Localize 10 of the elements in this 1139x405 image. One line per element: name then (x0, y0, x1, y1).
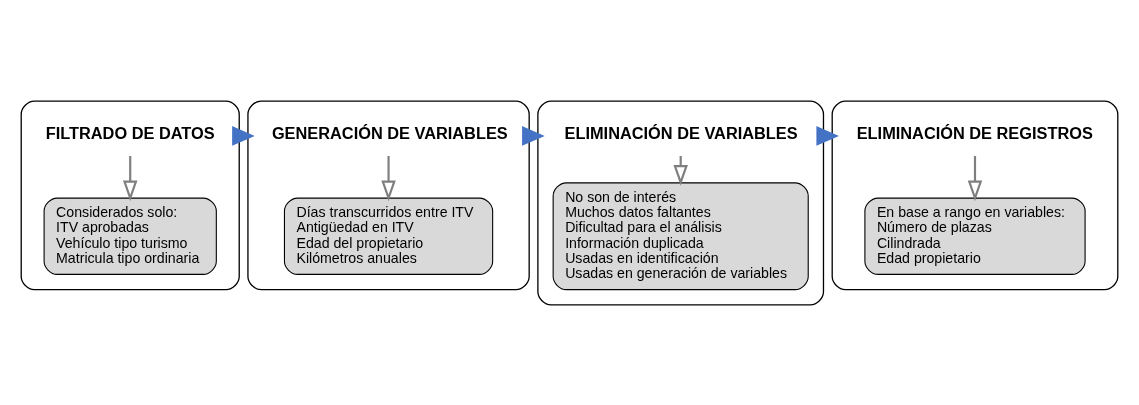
arrow (816, 125, 839, 146)
node-box: No son de interés Muchos datos faltantes Dificultad para el análisis Información duplicada Usadas en identificación Usadas en generación de variables (552, 181, 809, 290)
node-box: En base a rango en variables: Número de plazas Cilindrada Edad propietario (864, 197, 1086, 275)
arrow (122, 155, 138, 201)
arrow (522, 125, 545, 146)
arrow (232, 125, 255, 146)
arrow (381, 155, 396, 201)
node-box: Días transcurridos entre ITV Antigüedad en ITV Edad del propietario Kilómetros anuales (283, 197, 494, 275)
node-box: Considerados solo: ITV aprobadas Vehículo tipo turismo Matricula tipo ordinaria (43, 197, 217, 275)
arrow (967, 155, 983, 201)
